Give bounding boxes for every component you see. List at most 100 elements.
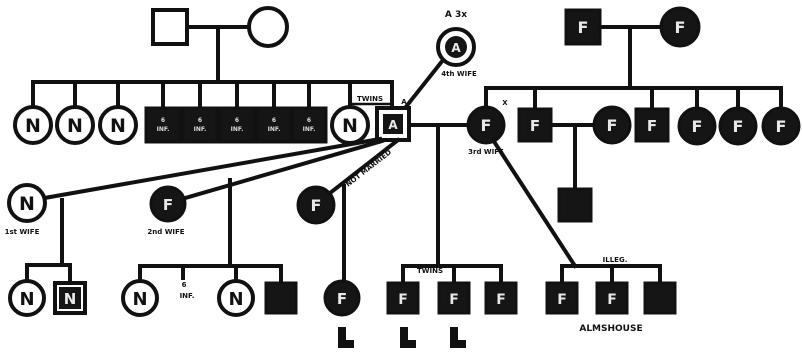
gen2-right-female-2 bbox=[718, 106, 758, 146]
fourth-wife-inner bbox=[445, 36, 467, 58]
not-married-circle bbox=[296, 185, 336, 225]
svg-text:N: N bbox=[228, 289, 243, 310]
gen2-normal-3 bbox=[98, 105, 138, 145]
gen2-normal-2 bbox=[55, 105, 95, 145]
illeg-label: ILLEG. bbox=[603, 256, 628, 264]
svg-text:F: F bbox=[481, 116, 492, 135]
not-married-partner: F F bbox=[296, 184, 361, 348]
svg-text:6: 6 bbox=[272, 117, 276, 124]
svg-text:N: N bbox=[19, 289, 34, 310]
line-to-illeg-group bbox=[490, 137, 578, 269]
second-wife-circle bbox=[149, 185, 187, 223]
svg-text:F: F bbox=[311, 196, 322, 215]
gen4-mark-2 bbox=[400, 327, 416, 348]
svg-text:F: F bbox=[776, 117, 787, 136]
twins-label-bottom: TWINS bbox=[417, 267, 443, 275]
gen3-left-normal-1 bbox=[8, 279, 46, 317]
fourth-wife-top-tag: A 3x bbox=[445, 10, 467, 20]
svg-text:F: F bbox=[398, 292, 408, 308]
gen3-twin-male-1 bbox=[386, 281, 420, 315]
gen3-mid-male bbox=[264, 281, 298, 315]
not-married-label: NOT MARRIED bbox=[344, 148, 393, 189]
gen2-right-spouse bbox=[592, 105, 632, 145]
almshouse-male-3 bbox=[643, 281, 677, 315]
gen4-mark-3 bbox=[450, 327, 466, 348]
svg-text:6: 6 bbox=[198, 117, 202, 124]
illeg-group: ILLEG. F F ALMSHOUSE bbox=[545, 256, 677, 334]
gen4-mark-1 bbox=[338, 327, 354, 348]
gen1-left-couple bbox=[31, 6, 394, 84]
svg-text:F: F bbox=[692, 117, 703, 136]
third-wife-children: TWINS F F F bbox=[386, 123, 518, 348]
svg-text:F: F bbox=[163, 196, 173, 214]
gen3-right-child bbox=[557, 187, 593, 223]
svg-text:A: A bbox=[388, 118, 398, 132]
second-wife-family: F 2nd WIFE N 6 INF. N bbox=[121, 178, 298, 317]
svg-text:N: N bbox=[25, 115, 41, 137]
svg-text:INF.: INF. bbox=[194, 126, 207, 133]
svg-text:INF.: INF. bbox=[268, 126, 281, 133]
gen2-right-female-1 bbox=[677, 106, 717, 146]
gen3-mid-normal-1 bbox=[121, 279, 159, 317]
svg-text:N: N bbox=[132, 289, 147, 310]
first-wife-circle bbox=[7, 183, 47, 223]
svg-text:N: N bbox=[342, 115, 358, 137]
svg-text:6: 6 bbox=[161, 117, 165, 124]
gen2-normal-1 bbox=[13, 105, 53, 145]
grandfather-square bbox=[151, 8, 189, 46]
third-wife-circle bbox=[466, 105, 506, 145]
gen2-infant-3: 6 INF. bbox=[218, 106, 256, 144]
almshouse-male-1 bbox=[545, 281, 579, 315]
gen2-right-female-3 bbox=[761, 106, 801, 146]
line-to-2nd-wife bbox=[165, 138, 385, 206]
svg-text:F: F bbox=[496, 292, 506, 308]
svg-text:N: N bbox=[110, 115, 126, 137]
right-grandfather-letter: F bbox=[578, 18, 589, 37]
svg-text:INF.: INF. bbox=[157, 126, 170, 133]
fourth-wife-line bbox=[402, 57, 446, 111]
gen2-right-sibship: F F F F F F bbox=[517, 86, 801, 223]
gen2-left-sibship: N N N 6 INF. 6 INF. 6 INF. 6 INF. 6 bbox=[13, 80, 411, 145]
svg-text:6: 6 bbox=[235, 117, 239, 124]
twins-label-top: TWINS bbox=[357, 95, 383, 103]
svg-text:N: N bbox=[67, 115, 83, 137]
gen3-not-married-child bbox=[323, 279, 361, 317]
svg-text:F: F bbox=[530, 117, 540, 135]
second-wife-label: 2nd WIFE bbox=[147, 228, 184, 236]
almshouse-male-2 bbox=[595, 281, 629, 315]
gen1-right-couple: F F bbox=[484, 6, 783, 90]
svg-text:F: F bbox=[337, 290, 347, 308]
gen2-infant-5: 6 INF. bbox=[290, 106, 328, 144]
svg-text:F: F bbox=[647, 117, 657, 135]
almshouse-label: ALMSHOUSE bbox=[579, 324, 642, 334]
right-grandfather-square bbox=[564, 8, 602, 46]
third-wife-x: X bbox=[502, 99, 508, 107]
svg-text:F: F bbox=[733, 117, 744, 136]
svg-text:F: F bbox=[557, 292, 567, 308]
gen2-infant-4: 6 INF. bbox=[255, 106, 293, 144]
svg-text:6: 6 bbox=[307, 117, 311, 124]
gen2-infant-2: 6 INF. bbox=[181, 106, 219, 144]
gen2-infant-1: 6 INF. bbox=[144, 106, 182, 144]
third-wife-label: 3rd WIFE bbox=[468, 148, 504, 156]
gen2-right-male-2 bbox=[634, 107, 670, 143]
svg-text:F: F bbox=[449, 292, 459, 308]
right-grandmother-letter: F bbox=[675, 18, 686, 37]
inf-count-bottom: 6 bbox=[182, 281, 187, 289]
svg-text:N: N bbox=[64, 290, 77, 308]
fourth-wife-letter: A bbox=[451, 41, 461, 55]
svg-text:INF.: INF. bbox=[231, 126, 244, 133]
svg-text:N: N bbox=[19, 193, 35, 215]
inf-label-bottom: INF. bbox=[180, 292, 195, 300]
first-wife-family: N 1st WIFE N N bbox=[5, 183, 87, 317]
gen3-male-3 bbox=[484, 281, 518, 315]
line-to-1st-wife bbox=[30, 136, 383, 203]
fourth-wife-label: 4th WIFE bbox=[441, 70, 477, 78]
gen3-twin-male-2 bbox=[437, 281, 471, 315]
gen2-right-male-1 bbox=[517, 107, 553, 143]
proband-tag: A bbox=[401, 98, 407, 106]
fourth-wife: A 3x A 4th WIFE bbox=[402, 10, 477, 111]
first-wife-label: 1st WIFE bbox=[5, 228, 40, 236]
svg-text:F: F bbox=[607, 292, 617, 308]
